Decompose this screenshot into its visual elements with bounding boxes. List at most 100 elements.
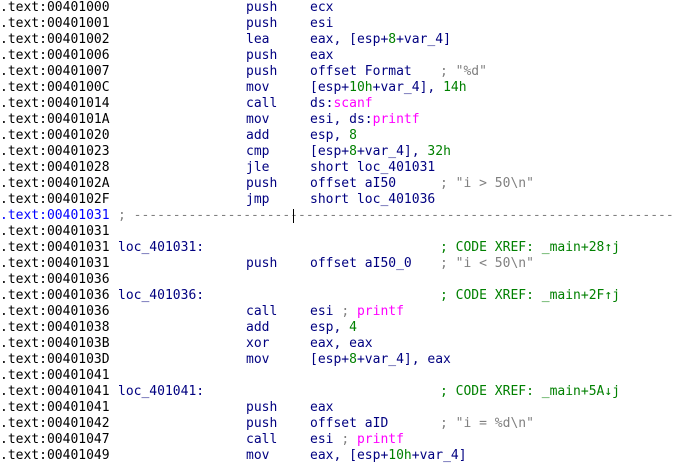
mnemonic[interactable]: add [246,320,270,335]
address[interactable]: .text:00401023 [0,144,110,159]
address[interactable]: .text:00401002 [0,32,110,47]
listing-line[interactable]: .text:00401006 push eax [0,48,691,64]
address[interactable]: .text:00401006 [0,48,110,63]
xref-comment[interactable]: ; CODE XREF: _main+2F↑j [440,288,621,303]
operands[interactable]: esi, ds:printf [310,112,420,128]
mnemonic[interactable]: mov [246,80,270,95]
address[interactable]: .text:00401036 [0,304,110,319]
mnemonic[interactable]: push [246,256,278,271]
listing-line[interactable]: .text:00401023 cmp [esp+8+var_4], 32h [0,144,691,160]
listing-line[interactable]: .text:00401031 [0,224,691,240]
mnemonic[interactable]: call [246,432,278,447]
listing-line[interactable]: .text:00401041 [0,368,691,384]
address[interactable]: .text:00401007 [0,64,110,79]
operands[interactable]: offset Format [310,64,412,80]
operands[interactable]: esp, 4 [310,320,357,336]
code-label[interactable]: loc_401031: [118,240,205,255]
operands[interactable]: eax [310,48,333,64]
mnemonic[interactable]: mov [246,448,270,463]
mnemonic[interactable]: push [246,416,278,431]
mnemonic[interactable]: mov [246,112,270,127]
address[interactable]: .text:00401036 [0,288,110,303]
mnemonic[interactable]: jle [246,160,270,175]
mnemonic[interactable]: call [246,96,278,111]
mnemonic[interactable]: add [246,128,270,143]
address[interactable]: .text:00401041 [0,384,110,399]
listing-line[interactable]: .text:00401036 [0,272,691,288]
mnemonic[interactable]: xor [246,336,270,351]
mnemonic[interactable]: lea [246,32,270,47]
mnemonic[interactable]: push [246,48,278,63]
listing-line[interactable]: .text:0040103D mov [esp+8+var_4], eax [0,352,691,368]
code-label[interactable]: loc_401041: [118,384,205,399]
operands[interactable]: esp, 8 [310,128,357,144]
address[interactable]: .text:00401049 [0,448,110,463]
operands[interactable]: offset aI50_0 [310,256,412,272]
address[interactable]: .text:0040103D [0,352,110,367]
listing-line[interactable]: .text:0040101A mov esi, ds:printf [0,112,691,128]
address[interactable]: .text:0040101A [0,112,110,127]
listing-line[interactable]: .text:0040100C mov [esp+10h+var_4], 14h [0,80,691,96]
operands[interactable]: [esp+8+var_4], eax [310,352,451,368]
address[interactable]: .text:00401001 [0,16,110,31]
operands[interactable]: eax [310,400,333,416]
address[interactable]: .text:00401014 [0,96,110,111]
operands[interactable]: short loc_401036 [310,192,435,208]
listing-line[interactable]: .text:00401041 push eax [0,400,691,416]
address[interactable]: .text:00401031 [0,208,110,223]
listing-line[interactable]: .text:00401036 call esi ; printf [0,304,691,320]
listing-line[interactable]: .text:00401036 loc_401036: ; CODE XREF: _m… [0,288,691,304]
address[interactable]: .text:00401041 [0,368,110,383]
operands[interactable]: esi ; printf [310,304,404,320]
operands[interactable]: short loc_401031 [310,160,435,176]
operands[interactable]: [esp+10h+var_4], 14h [310,80,467,96]
import-name[interactable]: printf [356,304,404,319]
xref-comment[interactable]: ; CODE XREF: _main+5A↓j [440,384,621,399]
address[interactable]: .text:00401031 [0,256,110,271]
mnemonic[interactable]: push [246,400,278,415]
listing-line[interactable]: .text:00401028 jle short loc_401031 [0,160,691,176]
operands[interactable]: ecx [310,0,333,16]
mnemonic[interactable]: push [246,64,278,79]
mnemonic[interactable]: mov [246,352,270,367]
listing-line[interactable]: .text:0040103B xor eax, eax [0,336,691,352]
listing-line[interactable]: .text:00401002 lea eax, [esp+8+var_4] [0,32,691,48]
operands[interactable]: offset aI50 [310,176,396,192]
mnemonic[interactable]: cmp [246,144,270,159]
operands[interactable]: [esp+8+var_4], 32h [310,144,451,160]
address[interactable]: .text:00401042 [0,416,110,431]
address[interactable]: .text:0040100C [0,80,110,95]
address[interactable]: .text:0040103B [0,336,110,351]
mnemonic[interactable]: call [246,304,278,319]
import-name[interactable]: scanf [333,96,373,111]
xref-comment[interactable]: ; CODE XREF: _main+28↑j [440,240,621,255]
code-label[interactable]: loc_401036: [118,288,205,303]
address[interactable]: .text:00401028 [0,160,110,175]
mnemonic[interactable]: push [246,16,278,31]
address[interactable]: .text:00401036 [0,272,110,287]
operands[interactable]: eax, [esp+8+var_4] [310,32,451,48]
mnemonic[interactable]: push [246,176,278,191]
address[interactable]: .text:00401041 [0,400,110,415]
listing-line[interactable]: .text:00401038 add esp, 4 [0,320,691,336]
operands[interactable]: eax, eax [310,336,373,352]
operands[interactable]: ds:scanf [310,96,373,112]
operands[interactable]: offset aID [310,416,388,432]
address[interactable]: .text:00401031 [0,240,110,255]
listing-line[interactable]: .text:00401031 loc_401031: ; CODE XREF: _m… [0,240,691,256]
address[interactable]: .text:00401031 [0,224,110,239]
mnemonic[interactable]: jmp [246,192,270,207]
address[interactable]: .text:00401038 [0,320,110,335]
address[interactable]: .text:00401000 [0,0,110,15]
address[interactable]: .text:0040102A [0,176,110,191]
